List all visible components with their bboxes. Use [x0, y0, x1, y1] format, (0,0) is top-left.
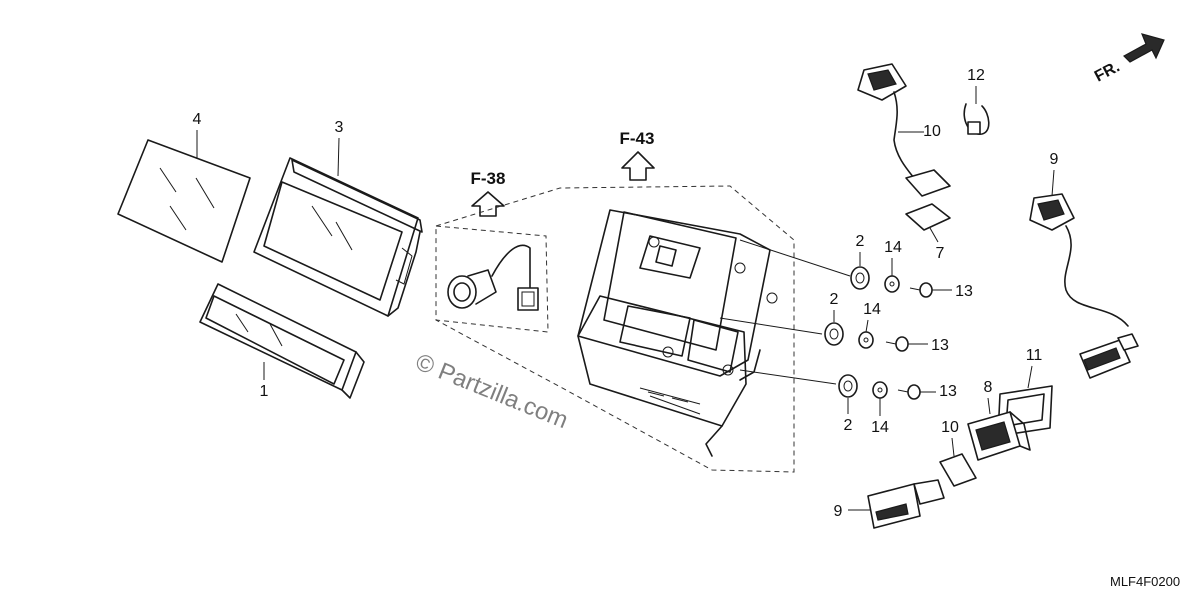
label-2-bottom: 2 [844, 417, 853, 434]
label-14-top: 14 [884, 239, 902, 256]
part-5-sensor[interactable] [1029, 193, 1139, 379]
bracket-leaders [719, 239, 851, 385]
label-14-bottom: 14 [871, 419, 889, 436]
label-6: 10 [923, 123, 941, 140]
label-4: 4 [193, 111, 202, 128]
part-1-meter-cover[interactable] [199, 283, 365, 399]
label-10: 10 [941, 419, 959, 436]
part-9-switch[interactable] [867, 479, 945, 529]
f38-reference-group [435, 225, 549, 333]
screw-13-top[interactable] [909, 282, 933, 298]
diagram-code: MLF4F0200 [1110, 574, 1180, 589]
f38-label: F-38 [471, 169, 506, 188]
label-13-top: 13 [955, 283, 973, 300]
part-10-cover[interactable] [939, 453, 977, 487]
f43-arrow [621, 151, 655, 181]
meter-bracket[interactable] [577, 209, 778, 457]
label-13-bottom: 13 [939, 383, 957, 400]
bracket-dashed-frame [435, 185, 795, 473]
part-4-lens[interactable] [117, 139, 251, 263]
label-12: 12 [967, 67, 985, 84]
label-13-mid: 13 [931, 337, 949, 354]
socket-assembly[interactable] [447, 244, 539, 311]
f43-label: F-43 [620, 129, 655, 148]
f38-arrow [471, 191, 505, 217]
fr-arrow-icon [1123, 33, 1165, 63]
screw-13-bottom[interactable] [897, 384, 921, 400]
washer-14-mid[interactable] [858, 331, 874, 349]
front-direction-indicator: FR. [1092, 33, 1165, 86]
part-8-socket[interactable] [967, 411, 1031, 461]
grommet-2-bottom[interactable] [838, 374, 858, 398]
fr-label: FR. [1092, 58, 1123, 85]
watermark: © Partzilla.com [412, 349, 572, 435]
washer-14-bottom[interactable] [872, 381, 888, 399]
label-2-top: 2 [856, 233, 865, 250]
grommet-2-top[interactable] [850, 266, 870, 290]
part-6-sensor[interactable] [857, 63, 951, 197]
screw-13-mid[interactable] [885, 336, 909, 352]
part-12-clip[interactable] [963, 103, 990, 135]
label-3: 3 [335, 119, 344, 136]
label-1: 1 [260, 383, 269, 400]
washer-14-top[interactable] [884, 275, 900, 293]
label-9: 9 [834, 503, 843, 520]
label-5: 9 [1050, 151, 1059, 168]
label-2-mid: 2 [830, 291, 839, 308]
label-11: 11 [1026, 347, 1043, 364]
part-3-display-housing[interactable] [253, 157, 423, 317]
label-7: 7 [936, 245, 945, 262]
label-14-mid: 14 [863, 301, 881, 318]
part-7-pad[interactable] [905, 203, 951, 231]
grommet-2-mid[interactable] [824, 322, 844, 346]
label-8: 8 [984, 379, 993, 396]
